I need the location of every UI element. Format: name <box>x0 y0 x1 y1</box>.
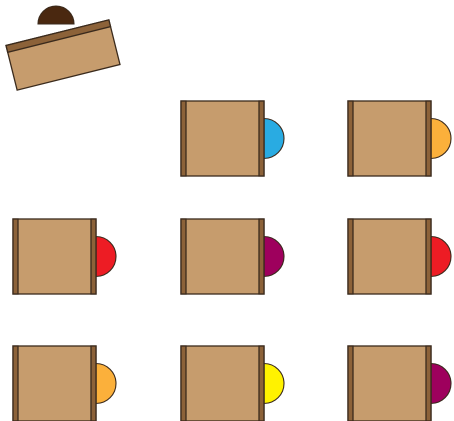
desk-right-edge <box>426 101 431 176</box>
desk-right-edge <box>91 219 96 294</box>
student-desk-r3c1 <box>13 346 116 421</box>
student-desk <box>348 219 431 294</box>
student-desk-r2c3 <box>348 219 451 294</box>
student-chair <box>264 364 284 404</box>
student-chair <box>96 237 116 277</box>
student-chair <box>431 364 451 404</box>
desk-right-edge <box>91 346 96 421</box>
student-desk <box>13 219 96 294</box>
student-desk-r2c2 <box>181 219 284 294</box>
student-chair <box>96 364 116 404</box>
student-desk-r3c2 <box>181 346 284 421</box>
desk-left-edge <box>348 219 353 294</box>
student-desk <box>348 101 431 176</box>
desk-left-edge <box>348 346 353 421</box>
desk-left-edge <box>181 219 186 294</box>
student-desk <box>181 101 264 176</box>
student-chair <box>431 119 451 159</box>
student-desk-r1c2 <box>181 101 284 176</box>
teacher-desk-group <box>6 6 120 90</box>
student-desk <box>13 346 96 421</box>
teacher-desk <box>6 20 120 90</box>
student-desk <box>348 346 431 421</box>
desk-left-edge <box>181 101 186 176</box>
desk-left-edge <box>13 346 18 421</box>
desk-right-edge <box>259 346 264 421</box>
desk-left-edge <box>13 219 18 294</box>
desk-right-edge <box>259 219 264 294</box>
student-desk <box>181 219 264 294</box>
student-desk <box>181 346 264 421</box>
student-chair <box>264 119 284 159</box>
student-chair <box>431 237 451 277</box>
desk-left-edge <box>181 346 186 421</box>
desk-right-edge <box>426 219 431 294</box>
student-desk-r1c3 <box>348 101 451 176</box>
student-desk-r2c1 <box>13 219 116 294</box>
desk-right-edge <box>259 101 264 176</box>
student-desks <box>13 101 451 421</box>
teacher-chair <box>38 6 74 24</box>
desk-left-edge <box>348 101 353 176</box>
student-desk-r3c3 <box>348 346 451 421</box>
student-chair <box>264 237 284 277</box>
desk-right-edge <box>426 346 431 421</box>
